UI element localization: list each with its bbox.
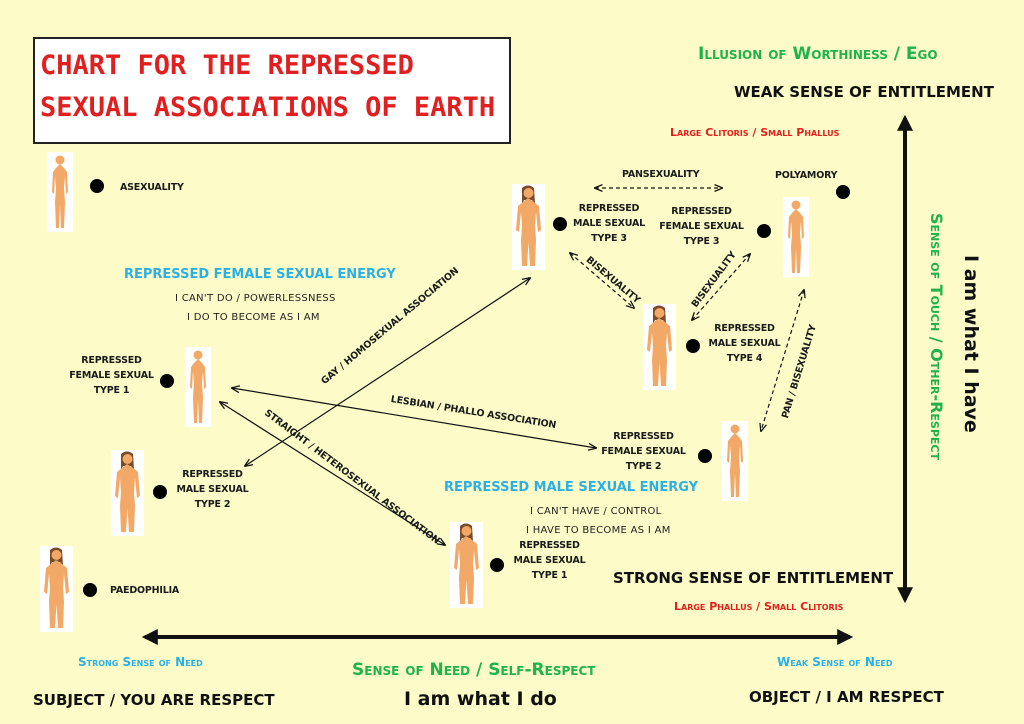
label-line: REPRESSED	[613, 431, 674, 442]
male-type2-label: REPRESSED MALE SEXUAL TYPE 2	[165, 467, 260, 512]
phallus-label: Large Phallus / Small Clitoris	[674, 600, 844, 613]
female-figure-asexuality	[47, 152, 73, 232]
subject-label: SUBJECT / YOU ARE RESPECT	[33, 691, 275, 709]
ego-label: Illusion of Worthiness / Ego	[698, 44, 938, 64]
male-type4-label: REPRESSED MALE SEXUAL TYPE 4	[697, 321, 792, 366]
label-line: TYPE 1	[93, 385, 130, 396]
label-line: REPRESSED	[671, 206, 732, 217]
label-line: MALE SEXUAL	[176, 484, 249, 495]
strong-need-label: Strong Sense of Need	[78, 655, 203, 669]
object-label: OBJECT / I AM RESPECT	[749, 688, 944, 706]
clitoris-label: Large Clitoris / Small Phallus	[670, 126, 840, 139]
title-box	[33, 37, 511, 144]
bisexuality-edge-1	[570, 253, 634, 308]
label-line: TYPE 3	[683, 236, 720, 247]
weak-entitlement-label: WEAK SENSE OF ENTITLEMENT	[734, 83, 994, 101]
label-line: REPRESSED	[578, 203, 640, 214]
label-line: TYPE 4	[726, 353, 763, 364]
male-figure-type1	[450, 522, 483, 608]
male-energy-line2: I HAVE TO BECOME AS I AM	[526, 525, 671, 536]
label-line: REPRESSED	[81, 355, 142, 366]
label-line: REPRESSED	[714, 323, 775, 334]
pansexuality-edge-label: PANSEXUALITY	[622, 169, 700, 180]
male-type3-label: REPRESSED MALE SEXUAL TYPE 3	[564, 201, 654, 246]
label-line: TYPE 2	[194, 499, 231, 510]
female-type2-label: REPRESSED FEMALE SEXUAL TYPE 2	[596, 429, 691, 474]
label-line: TYPE 2	[625, 461, 662, 472]
vertical-axis-statement: I am what I have	[960, 255, 982, 433]
female-figure-type2	[722, 421, 748, 501]
female-energy-line2: I DO TO BECOME AS I AM	[187, 312, 320, 323]
label-line: TYPE 1	[531, 570, 568, 581]
weak-need-label: Weak Sense of Need	[777, 655, 893, 669]
asexuality-label: ASEXUALITY	[120, 182, 184, 193]
male-figure-paedophilia	[40, 546, 73, 632]
horizontal-axis-label: Sense of Need / Self-Respect	[352, 660, 596, 680]
vertical-axis-label: Sense of Touch / Other-Respect	[927, 213, 946, 460]
female-energy-heading: REPRESSED FEMALE SEXUAL ENERGY	[124, 267, 396, 282]
panbi-edge	[761, 290, 804, 431]
male-energy-line1: I CAN'T HAVE / CONTROL	[530, 506, 662, 517]
title-line-2: SEXUAL ASSOCIATIONS OF EARTH	[40, 92, 496, 123]
male-energy-heading: REPRESSED MALE SEXUAL ENERGY	[444, 480, 699, 495]
male-figure-type2	[111, 450, 144, 536]
strong-entitlement-label: STRONG SENSE OF ENTITLEMENT	[613, 569, 894, 587]
label-line: REPRESSED	[182, 469, 243, 480]
male-figure-type3	[512, 184, 545, 270]
label-line: FEMALE SEXUAL	[601, 446, 686, 457]
horizontal-axis-statement: I am what I do	[404, 688, 557, 710]
label-line: TYPE 3	[591, 233, 627, 244]
female-type3-label: REPRESSED FEMALE SEXUAL TYPE 3	[654, 204, 749, 249]
straight-edge	[220, 402, 445, 545]
polyamory-label: POLYAMORY	[775, 170, 838, 181]
bisexuality-edge-2	[692, 254, 750, 320]
node-dots	[83, 179, 850, 597]
label-line: MALE SEXUAL	[573, 218, 645, 229]
label-line: REPRESSED	[519, 540, 580, 551]
label-line: MALE SEXUAL	[513, 555, 586, 566]
label-line: MALE SEXUAL	[708, 338, 781, 349]
male-type1-label: REPRESSED MALE SEXUAL TYPE 1	[502, 538, 597, 583]
title-line-1: CHART FOR THE REPRESSED	[40, 50, 414, 81]
female-figure-type1	[185, 347, 211, 427]
label-line: FEMALE SEXUAL	[659, 221, 744, 232]
female-figure-type3	[783, 197, 809, 277]
male-figure-type4	[643, 304, 676, 390]
female-type1-label: REPRESSED FEMALE SEXUAL TYPE 1	[64, 353, 159, 398]
paedophilia-label: PAEDOPHILIA	[110, 585, 180, 596]
label-line: FEMALE SEXUAL	[69, 370, 154, 381]
female-energy-line1: I CAN'T DO / POWERLESSNESS	[175, 293, 336, 304]
